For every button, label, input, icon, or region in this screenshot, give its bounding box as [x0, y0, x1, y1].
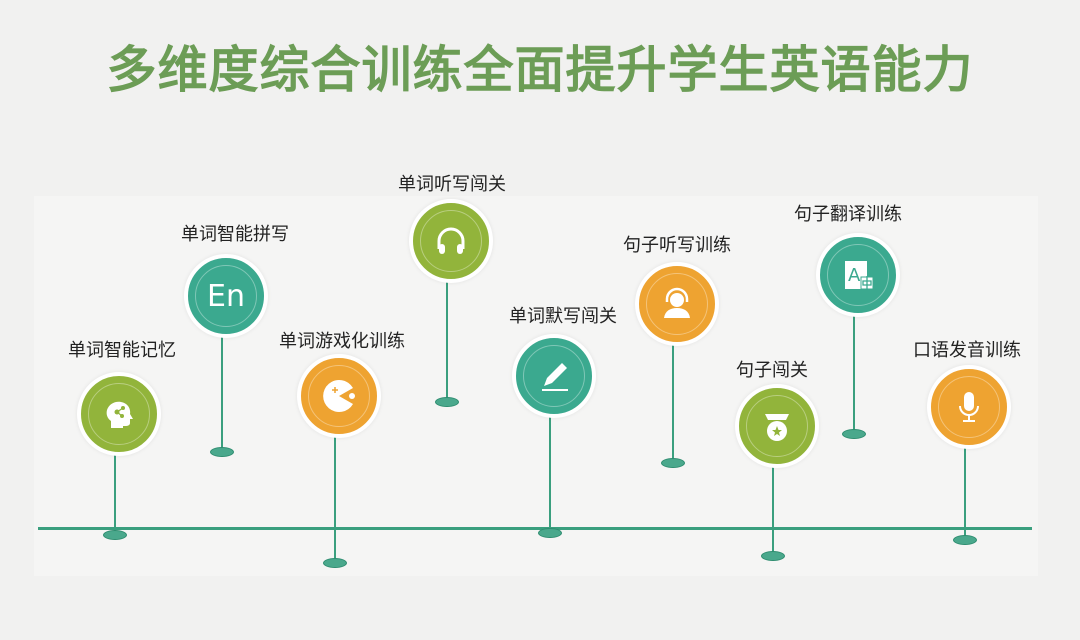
anchor-dot [435, 397, 459, 407]
stem [672, 330, 674, 463]
headset-person-icon [635, 262, 719, 346]
stem [964, 433, 966, 540]
stem [549, 402, 551, 533]
anchor-dot [953, 535, 977, 545]
microphone-icon [927, 365, 1011, 449]
pencil-icon [512, 334, 596, 418]
timeline-axis [38, 527, 1032, 530]
en-letters-icon: En [184, 254, 268, 338]
node-label: 口语发音训练 [913, 340, 1021, 361]
anchor-dot [538, 528, 562, 538]
anchor-dot [210, 447, 234, 457]
stem [772, 452, 774, 556]
stem [446, 267, 448, 402]
node-label: 句子闯关 [736, 360, 808, 381]
stem [853, 301, 855, 434]
node-label: 句子听写训练 [623, 235, 731, 256]
stem [114, 440, 116, 535]
anchor-dot [323, 558, 347, 568]
anchor-dot [842, 429, 866, 439]
stem [221, 322, 223, 452]
svg-text:A: A [848, 265, 861, 286]
game-pacman-icon [297, 354, 381, 438]
node-label: 句子翻译训练 [794, 204, 902, 225]
anchor-dot [761, 551, 785, 561]
translate-icon: A [816, 233, 900, 317]
anchor-dot [661, 458, 685, 468]
node-label: 单词智能拼写 [181, 224, 289, 245]
anchor-dot [103, 530, 127, 540]
headphones-icon [409, 199, 493, 283]
node-label: 单词听写闯关 [398, 174, 506, 195]
head-brain-icon [77, 372, 161, 456]
stem [334, 422, 336, 563]
page-title: 多维度综合训练全面提升学生英语能力 [106, 41, 974, 99]
node-label: 单词游戏化训练 [279, 331, 405, 352]
medal-icon [735, 384, 819, 468]
node-label: 单词智能记忆 [68, 340, 176, 361]
node-label: 单词默写闯关 [509, 306, 617, 327]
